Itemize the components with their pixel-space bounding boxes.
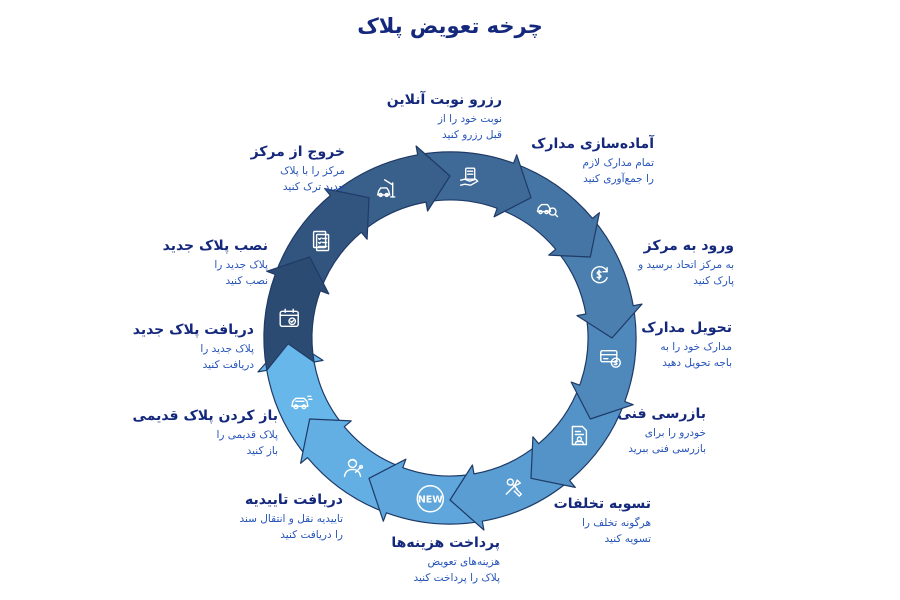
step-title: ورود به مرکز xyxy=(643,238,734,254)
car-exit-icon xyxy=(291,395,313,410)
hand-documents-icon xyxy=(460,167,479,186)
step-desc-line: باز کنید xyxy=(246,445,278,457)
step-5-technical-inspection: بازرسی فنی خودرو را برای بازرسی فنی ببری… xyxy=(618,404,706,456)
step-title: نصب پلاک جدید xyxy=(162,238,268,254)
step-title: تسویه تخلفات xyxy=(553,496,651,512)
car-barrier-icon xyxy=(377,179,396,198)
step-title: دریافت تاییدیه xyxy=(245,492,343,508)
step-title: خروج از مرکز xyxy=(250,144,345,160)
step-desc-line: دریافت کنید xyxy=(202,359,254,371)
step-title: دریافت پلاک جدید xyxy=(132,322,254,338)
dollar-refresh-icon xyxy=(591,266,608,284)
step-desc-line: هزینه‌های تعویض xyxy=(427,556,500,568)
step-desc-line: نوبت خود را از xyxy=(437,113,502,125)
step-desc-line: تسویه کنید xyxy=(604,533,651,545)
cycle-segment-4 xyxy=(417,151,532,218)
cycle-segment-5 xyxy=(496,162,600,258)
step-title: پرداخت هزینه‌ها xyxy=(391,535,500,551)
step-10-receive-new-plate: دریافت پلاک جدید پلاک جدید را دریافت کنی… xyxy=(133,320,254,372)
step-9-remove-old-plate: باز کردن پلاک قدیمی پلاک قدیمی را باز کن… xyxy=(133,406,278,458)
step-desc-line: پلاک قدیمی را xyxy=(216,429,278,441)
step-desc-line: پارک کنید xyxy=(693,275,734,287)
step-desc-line: خودرو را برای xyxy=(644,427,706,439)
cycle-segment-10 xyxy=(368,458,483,525)
step-desc-line: جدید ترک کنید xyxy=(282,181,345,193)
approval-document-icon xyxy=(571,425,588,446)
step-desc-line: هرگونه تخلف را xyxy=(581,517,651,529)
step-desc-line: را جمع‌آوری کنید xyxy=(583,173,654,185)
cycle-segments xyxy=(257,145,643,531)
step-desc-line: تاییدیه نقل و انتقال سند xyxy=(239,513,343,525)
step-title: آماده‌سازی مدارک xyxy=(531,136,654,152)
step-desc-line: مرکز را با پلاک xyxy=(280,165,345,177)
cycle-segment-9 xyxy=(449,443,571,531)
step-title: باز کردن پلاک قدیمی xyxy=(132,408,278,424)
step-title: رزرو نوبت آنلاین xyxy=(386,92,502,108)
step-desc-line: نصب کنید xyxy=(225,275,268,287)
mechanic-icon xyxy=(343,458,364,478)
step-desc-line: بازرسی فنی ببرید xyxy=(628,443,706,455)
step-7-pay-fees: پرداخت هزینه‌ها هزینه‌های تعویض پلاک را … xyxy=(391,533,500,585)
step-desc-line: مدارک خود را به xyxy=(660,341,732,353)
step-6-settle-violations: تسویه تخلفات هرگونه تخلف را تسویه کنید xyxy=(554,494,651,546)
card-payment-icon xyxy=(600,350,621,368)
step-title: بازرسی فنی xyxy=(617,406,706,422)
step-4-deliver-documents: تحویل مدارک مدارک خود را به باجه تحویل د… xyxy=(641,318,732,370)
car-magnifier-icon xyxy=(536,203,559,218)
step-3-enter-center: ورود به مرکز به مرکز اتحاد برسید و پارک … xyxy=(638,236,734,288)
cycle-segment-2 xyxy=(274,188,370,292)
step-12-exit-center: خروج از مرکز مرکز را با پلاک جدید ترک کن… xyxy=(251,142,345,194)
step-1-online-booking: رزرو نوبت آنلاین نوبت خود را از قبل رزرو… xyxy=(387,90,502,142)
step-desc-line: پلاک را پرداخت کنید xyxy=(413,572,500,584)
new-badge-ring xyxy=(416,485,445,513)
step-desc-line: باجه تحویل دهید xyxy=(662,357,732,369)
cycle-segment-8 xyxy=(530,384,626,488)
cycle-icons: NEW xyxy=(279,167,621,513)
step-desc-line: تمام مدارک لازم xyxy=(582,157,654,169)
step-desc-line: به مرکز اتحاد برسید و xyxy=(638,259,734,271)
new-badge-text: NEW xyxy=(418,494,443,505)
documents-checklist-icon xyxy=(312,230,330,252)
step-2-prepare-documents: آماده‌سازی مدارک تمام مدارک لازم را جمع‌… xyxy=(531,134,654,186)
step-11-install-new-plate: نصب پلاک جدید پلاک جدید را نصب کنید xyxy=(163,236,268,288)
page-title: چرخه تعویض پلاک xyxy=(357,14,543,38)
step-desc-line: پلاک جدید را xyxy=(214,259,268,271)
calendar-check-icon xyxy=(279,308,299,327)
step-desc-line: پلاک جدید را xyxy=(200,343,254,355)
step-8-receive-approval: دریافت تاییدیه تاییدیه نقل و انتقال سند … xyxy=(239,490,343,542)
screwdriver-wrench-icon xyxy=(505,478,522,497)
step-desc-line: را دریافت کنید xyxy=(280,529,343,541)
step-title: تحویل مدارک xyxy=(641,320,732,336)
new-badge-icon: NEW xyxy=(416,485,445,513)
step-desc-line: قبل رزرو کنید xyxy=(442,129,502,141)
cycle-segment-3 xyxy=(329,145,451,233)
cycle-segment-1 xyxy=(263,256,330,371)
cycle-segment-11 xyxy=(300,418,404,514)
